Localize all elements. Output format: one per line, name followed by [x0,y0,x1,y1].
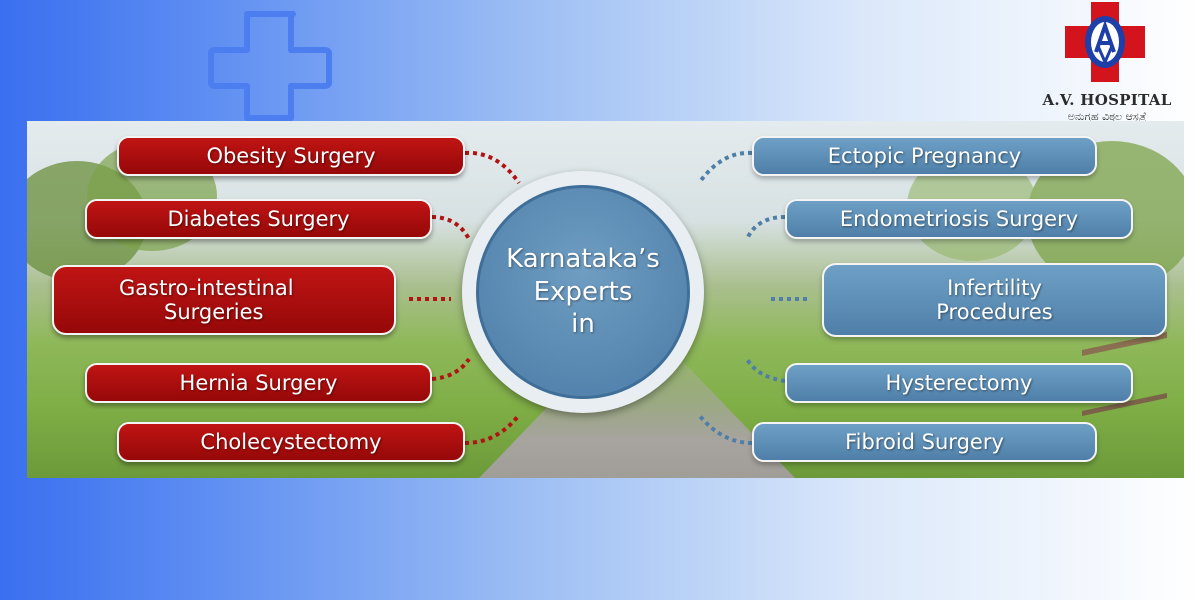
service-label-line1: Infertility [947,275,1042,300]
service-label-line2: Surgeries [164,300,264,324]
center-circle: Karnataka’s Experts in [462,171,704,413]
connector-right-5 [697,413,753,445]
service-label-line2: Procedures [936,300,1053,324]
connectors [409,150,807,445]
center-circle-inner: Karnataka’s Experts in [476,185,690,399]
service-ectopic-pregnancy: Ectopic Pregnancy [752,136,1097,176]
connector-right-2 [745,215,786,240]
service-fibroid-surgery: Fibroid Surgery [752,422,1097,462]
hospital-cross-icon [1065,2,1145,82]
service-label: Diabetes Surgery [167,206,350,231]
hospital-name: A.V. HOSPITAL [1042,91,1172,109]
hospital-tagline: ಅನುಗ್ರಹ ವಿಠ್ಠಲ ಆಸ್ಪತ್ರೆ [1067,110,1147,123]
connector-left-2 [431,215,471,241]
service-hernia-surgery: Hernia Surgery [85,363,432,403]
hospital-logo: A.V. HOSPITAL ಅನುಗ್ರಹ ವಿಠ್ಠಲ ಆಸ್ಪತ್ರೆ [1032,2,1182,128]
center-text-line1: Karnataka’s [506,244,660,275]
services-banner: Obesity Surgery Diabetes Surgery Gastro-… [27,121,1184,478]
service-label: Obesity Surgery [206,143,376,168]
service-gastro-intestinal-surgeries: Gastro-intestinal Surgeries [52,265,396,335]
connector-left-1 [464,150,521,185]
service-diabetes-surgery: Diabetes Surgery [85,199,432,239]
service-label: Hernia Surgery [179,370,338,395]
center-text-line2: Experts [533,276,633,307]
connector-left-5 [464,413,521,445]
plus-outline-icon [208,11,332,121]
service-endometriosis-surgery: Endometriosis Surgery [785,199,1133,239]
connector-left-4 [431,357,471,381]
service-obesity-surgery: Obesity Surgery [117,136,465,176]
service-label: Ectopic Pregnancy [827,143,1022,168]
service-cholecystectomy: Cholecystectomy [117,422,465,462]
service-label-line1: Gastro-intestinal [119,275,294,300]
service-label: Endometriosis Surgery [839,206,1079,231]
service-label: Cholecystectomy [200,429,382,454]
center-text-line3: in [571,309,595,340]
connector-right-1 [697,150,753,185]
service-label: Fibroid Surgery [845,429,1004,454]
connector-right-4 [745,357,786,383]
service-infertility-procedures: Infertility Procedures [822,263,1167,337]
service-hysterectomy: Hysterectomy [785,363,1133,403]
service-label: Hysterectomy [885,370,1033,395]
